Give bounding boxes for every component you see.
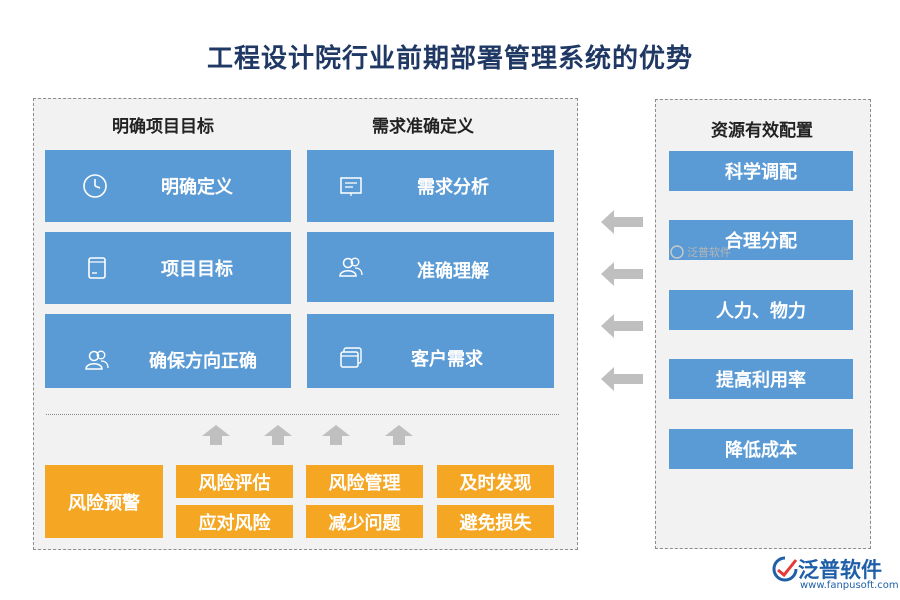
resource-item: 降低成本 xyxy=(669,429,853,469)
card-label: 明确定义 xyxy=(161,177,233,198)
card-requirement-analysis: 需求分析 xyxy=(307,150,554,222)
up-arrow-icon xyxy=(385,425,413,445)
brand-logo: 泛普软件 www.fanpusoft.com xyxy=(770,552,899,596)
divider xyxy=(46,414,559,415)
window-icon xyxy=(340,347,362,369)
risk-item: 及时发现 xyxy=(437,465,554,498)
card-accurate-understanding: 准确理解 xyxy=(307,232,554,302)
up-arrow-icon xyxy=(264,425,292,445)
card-customer-needs: 客户需求 xyxy=(307,314,554,388)
resource-item: 人力、物力 xyxy=(669,290,853,330)
brand-url: www.fanpusoft.com xyxy=(800,580,899,591)
users-icon xyxy=(339,257,363,277)
brand-logo-icon xyxy=(772,556,798,582)
clock-icon xyxy=(83,174,107,198)
users-icon xyxy=(85,350,109,370)
risk-item: 风险评估 xyxy=(176,465,293,498)
risk-warning-box: 风险预警 xyxy=(45,465,163,538)
card-label: 准确理解 xyxy=(417,260,489,282)
watermark: 泛普软件 xyxy=(670,244,731,260)
watermark-logo-icon xyxy=(670,245,684,259)
risk-item: 应对风险 xyxy=(176,505,293,538)
card-label: 客户需求 xyxy=(411,349,483,371)
resource-item: 科学调配 xyxy=(669,151,853,191)
risk-item: 风险管理 xyxy=(306,465,423,498)
card-label: 确保方向正确 xyxy=(149,350,257,372)
left-arrow-icon xyxy=(601,262,643,286)
watermark-text: 泛普软件 xyxy=(687,246,731,259)
column-heading-requirements: 需求准确定义 xyxy=(372,117,474,137)
risk-item: 避免损失 xyxy=(437,505,554,538)
up-arrow-icon xyxy=(202,425,230,445)
up-arrow-icon xyxy=(322,425,350,445)
left-arrow-icon xyxy=(601,367,643,391)
resource-item: 提高利用率 xyxy=(669,359,853,399)
risk-item: 减少问题 xyxy=(306,505,423,538)
resource-item: 合理分配 xyxy=(669,220,853,260)
card-correct-direction: 确保方向正确 xyxy=(45,314,291,388)
page-title: 工程设计院行业前期部署管理系统的优势 xyxy=(206,44,693,74)
card-label: 需求分析 xyxy=(417,177,489,198)
left-arrow-icon xyxy=(601,314,643,338)
brand-name: 泛普软件 xyxy=(798,558,882,582)
resource-heading: 资源有效配置 xyxy=(711,121,813,141)
card-label: 项目目标 xyxy=(161,259,233,280)
left-arrow-icon xyxy=(601,210,643,234)
column-heading-project-goals: 明确项目目标 xyxy=(112,117,214,137)
card-project-goals: 项目目标 xyxy=(45,232,291,304)
document-icon xyxy=(88,257,106,279)
card-clear-definition: 明确定义 xyxy=(45,150,291,222)
presentation-icon xyxy=(340,177,362,196)
